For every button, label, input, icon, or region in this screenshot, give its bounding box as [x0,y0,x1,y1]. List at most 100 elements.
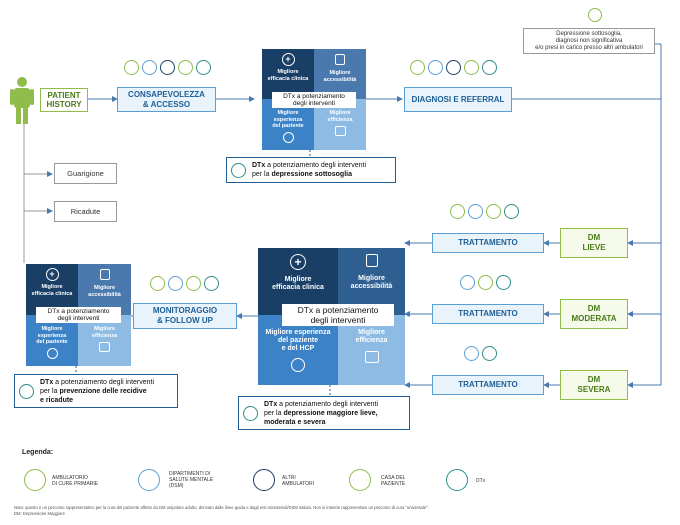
other-clinics-icon [253,469,275,491]
awareness-access-box: CONSAPEVOLEZZA & ACCESSO [117,87,216,112]
dtx-icon [496,275,511,290]
primary-care-icon [24,469,46,491]
legend-primary-care-label: AMBULATORIO DI CURE PRIMARIE [52,475,99,487]
patient-home-icon [588,8,602,22]
lock-icon [365,254,378,267]
note-relapse-text: DTx a potenziamento degli interventi per… [40,378,155,404]
smile-icon [282,131,294,143]
hub-center-efficiency: Migliore efficienza [338,315,405,385]
mental-health-dept-icon [142,60,157,75]
dtx-icon [231,162,246,178]
footnote: Nota: questo è un percorso rappresentati… [14,505,429,516]
relapse-box: Ricadute [54,201,117,222]
lock-icon [335,54,345,65]
dtx-icon [482,60,497,75]
dtx-benefit-hub-center: + Migliore efficacia clinica Migliore ac… [258,248,405,385]
hub-top-q2-label: Migliore accessibilità [323,70,357,83]
patient-history-label: PATIENT HISTORY [40,88,88,112]
monitoring-followup-box: MONITORAGGIO & FOLLOW UP [133,303,237,329]
hub-top-clinical-efficacy: + Migliore efficacia clinica [262,49,314,99]
hub-left-accessibility: Migliore accessibilità [78,264,131,315]
monitoring-setting-icons [150,276,230,292]
dtx-benefit-hub-left: + Migliore efficacia clinica Migliore ac… [26,264,131,366]
coins-icon [334,126,346,136]
coins-icon [364,351,379,363]
mental-health-dept-icon [168,276,183,291]
hub-left-q1-label: Migliore efficacia clinica [31,284,73,297]
primary-care-icon [124,60,139,75]
other-clinics-icon [160,60,175,75]
medical-cross-icon: + [290,254,306,270]
dm-moderate-box: DM MODERATA [560,299,628,329]
hub-top-patient-experience: Migliore esperienza del paziente [262,99,314,150]
legend-mental-health-label: DIPARTIMENTI DI SALUTE MENTALE (DSM) [169,471,214,489]
smile-icon [291,358,305,372]
patient-home-icon [349,469,371,491]
treatment-severe-box: TRATTAMENTO [432,375,544,395]
hub-center-patient-experience: Migliore esperienza del paziente e del H… [258,315,338,385]
dtx-icon [204,276,219,291]
legend-dtx-label: DTx [476,478,486,484]
legend-other-clinics-label: ALTRI AMBULATORI [282,475,315,487]
dm-moderate-setting-icons [460,275,530,291]
dtx-icon [196,60,211,75]
dtx-icon [243,405,258,421]
patient-home-icon [186,276,201,291]
note-major-depression: DTx a potenziamento degli interventi per… [238,396,410,430]
note-subthreshold-text: DTx a potenziamento degli interventi per… [252,162,367,178]
patient-home-icon [478,275,493,290]
hub-center-q2-label: Migliore accessibilità [350,275,393,290]
dtx-icon [446,469,468,491]
primary-care-icon [410,60,425,75]
mental-health-dept-icon [428,60,443,75]
dtx-icon [19,383,34,399]
hub-top-q4-label: Migliore efficienza [327,110,353,123]
smile-icon [46,347,58,359]
patient-figure-icon [10,77,34,124]
dm-severe-box: DM SEVERA [560,370,628,400]
dm-mild-box: DM LIEVE [560,228,628,258]
hub-left-clinical-efficacy: + Migliore efficacia clinica [26,264,78,315]
primary-care-icon [450,204,465,219]
medical-cross-icon: + [45,268,59,281]
other-clinics-icon [446,60,461,75]
lock-icon [99,269,110,280]
dtx-benefit-hub-top: + Migliore efficacia clinica Migliore ac… [262,49,366,150]
hub-center-accessibility: Migliore accessibilità [338,248,405,315]
hub-center-clinical-efficacy: + Migliore efficacia clinica [258,248,338,315]
hub-left-patient-experience: Migliore esperienza del paziente [26,315,78,366]
treatment-moderate-box: TRATTAMENTO [432,304,544,324]
legend-title: Legenda: [22,449,54,456]
mental-health-dept-icon [460,275,475,290]
dm-severe-setting-icons [464,346,524,362]
mental-health-dept-icon [138,469,160,491]
dm-mild-setting-icons [450,204,530,220]
treatment-mild-box: TRATTAMENTO [432,233,544,253]
hub-left-q3-label: Migliore esperienza del paziente [36,326,68,345]
patient-home-icon [486,204,501,219]
hub-center-label: DTx a potenziamento degli interventi [282,304,394,326]
legend-patient-home-label: CASA DEL PAZIENTE [381,475,406,487]
diagnosis-referral-box: DIAGNOSI E REFERRAL [404,87,512,112]
dtx-icon [482,346,497,361]
patient-home-icon [178,60,193,75]
hub-center-q3-label: Migliore esperienza del paziente e del H… [265,329,331,352]
hub-top-q1-label: Migliore efficacia clinica [267,69,309,82]
hub-left-efficiency: Migliore efficienza [78,315,131,366]
hub-left-center-label: DTx a potenziamento degli interventi [36,307,121,323]
hub-top-q3-label: Migliore esperienza del paziente [272,110,304,129]
mental-health-dept-icon [464,346,479,361]
medical-cross-icon: + [281,53,295,66]
diagnosis-setting-icons [410,60,510,76]
note-major-depression-text: DTx a potenziamento degli interventi per… [264,400,379,426]
note-subthreshold: DTx a potenziamento degli interventi per… [226,157,396,183]
primary-care-icon [150,276,165,291]
recovery-box: Guarigione [54,163,117,184]
mental-health-dept-icon [468,204,483,219]
hub-center-q1-label: Migliore efficacia clinica [272,276,324,291]
note-relapse-prevention: DTx a potenziamento degli interventi per… [14,374,178,408]
subthreshold-note: Depressione sottosoglia, diagnosi non si… [523,28,655,54]
awareness-setting-icons [124,60,224,76]
hub-left-q2-label: Migliore accessibilità [88,285,121,298]
